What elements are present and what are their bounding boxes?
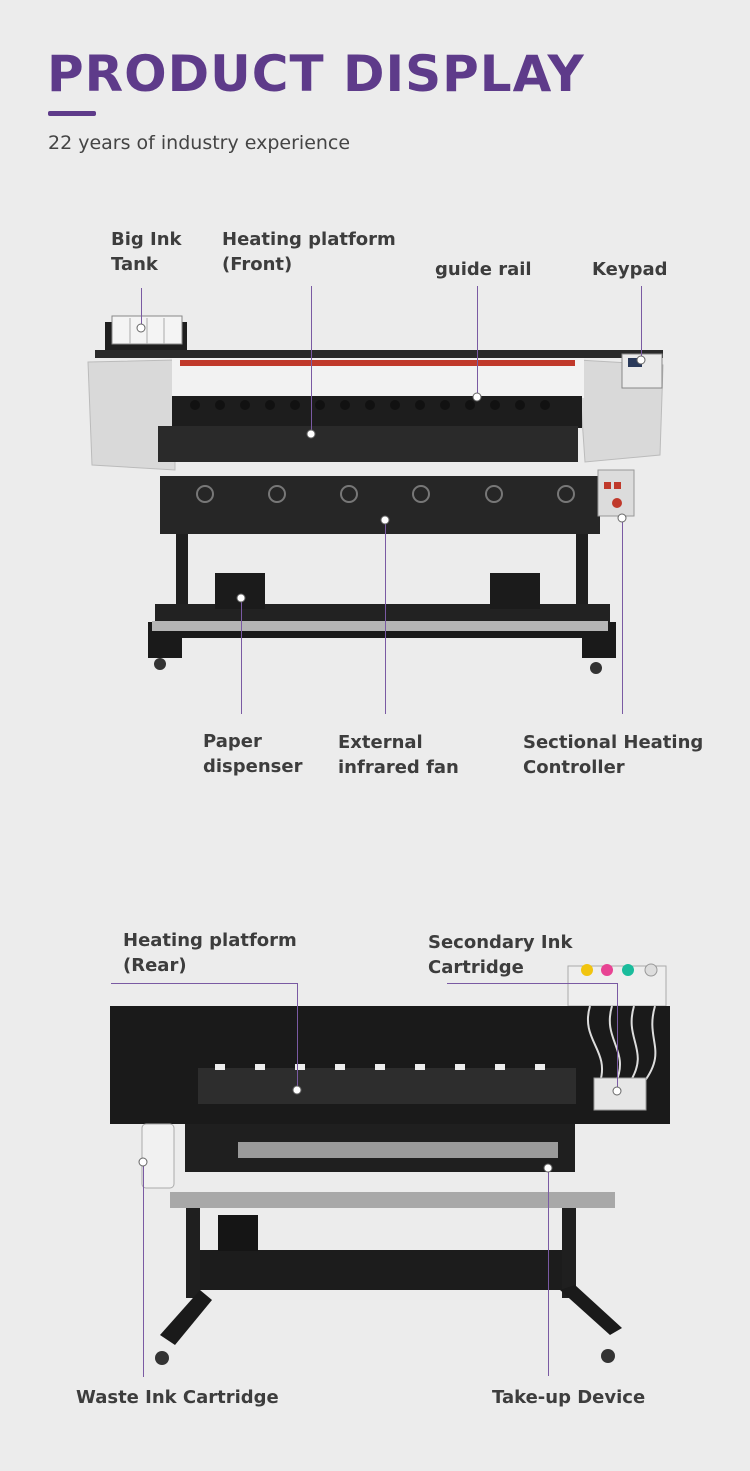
label-heating-platform-front: Heating platform (Front) bbox=[222, 229, 396, 275]
callout-line-guide-rail bbox=[477, 286, 478, 397]
title-underline bbox=[48, 111, 96, 116]
callout-line-take-up-device bbox=[548, 1168, 549, 1376]
callout-dot-big-ink-tank bbox=[136, 323, 146, 333]
callout-dot-waste-ink-cartridge bbox=[138, 1157, 148, 1167]
callout-line-secondary-ink-cartridge-v bbox=[617, 983, 618, 1091]
callout-line-heating-platform-front bbox=[311, 286, 312, 434]
callout-dot-keypad bbox=[636, 355, 646, 365]
callout-line-big-ink-tank bbox=[141, 288, 142, 328]
page-subtitle: 22 years of industry experience bbox=[48, 132, 351, 154]
callout-dot-guide-rail bbox=[472, 392, 482, 402]
printer-front-image bbox=[87, 315, 664, 674]
callout-line-waste-ink-cartridge bbox=[143, 1162, 144, 1377]
callout-dot-external-infrared-fan bbox=[380, 515, 390, 525]
label-sectional-heating-controller: Sectional Heating Controller bbox=[523, 732, 704, 778]
callout-line-heating-platform-rear-h bbox=[111, 983, 297, 984]
callout-dot-heating-platform-front bbox=[306, 429, 316, 439]
label-take-up-device: Take-up Device bbox=[492, 1387, 646, 1408]
callout-dot-take-up-device bbox=[543, 1163, 553, 1173]
printer-rear-image bbox=[110, 963, 670, 1365]
callout-dot-paper-dispenser bbox=[236, 593, 246, 603]
callout-line-paper-dispenser bbox=[241, 598, 242, 714]
callout-line-keypad bbox=[641, 286, 642, 360]
callout-line-external-infrared-fan bbox=[385, 520, 386, 714]
label-keypad: Keypad bbox=[592, 259, 668, 280]
page-title: PRODUCT DISPLAY bbox=[47, 45, 585, 103]
callout-line-secondary-ink-cartridge-h bbox=[447, 983, 617, 984]
callout-dot-secondary-ink-cartridge bbox=[612, 1086, 622, 1096]
label-external-infrared-fan: External infrared fan bbox=[338, 732, 459, 778]
callout-dot-sectional-heating-controller bbox=[617, 513, 627, 523]
label-guide-rail: guide rail bbox=[435, 259, 532, 280]
label-paper-dispenser: Paper dispenser bbox=[203, 731, 303, 777]
label-heating-platform-rear: Heating platform (Rear) bbox=[123, 930, 297, 976]
label-waste-ink-cartridge: Waste Ink Cartridge bbox=[76, 1387, 279, 1408]
callout-line-sectional-heating-controller bbox=[622, 518, 623, 714]
callout-dot-heating-platform-rear bbox=[292, 1085, 302, 1095]
callout-line-heating-platform-rear-v bbox=[297, 983, 298, 1090]
label-secondary-ink-cartridge: Secondary Ink Cartridge bbox=[428, 932, 573, 978]
label-big-ink-tank: Big Ink Tank bbox=[111, 229, 182, 275]
